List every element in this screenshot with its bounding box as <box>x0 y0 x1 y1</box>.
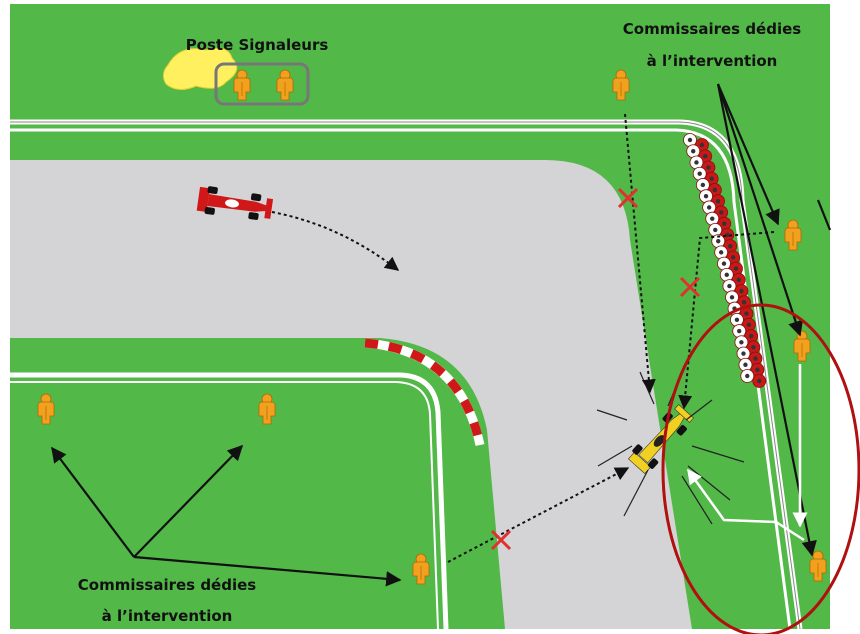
signal-post-label: Poste Signaleurs <box>186 36 329 54</box>
tyre-hub <box>712 187 718 193</box>
label-arrows-bottom <box>51 444 402 587</box>
tyre-hub <box>694 160 699 165</box>
tyre-hub <box>729 295 735 300</box>
label-arrows-top <box>716 83 832 557</box>
tyre-hub <box>706 205 712 210</box>
tyre-hub <box>718 210 724 215</box>
red-race-car-icon <box>196 186 274 220</box>
incident-highlight-ellipse <box>661 303 860 634</box>
tyre-hub <box>727 283 732 289</box>
tyre-hub <box>734 317 740 323</box>
tyre-hub <box>753 356 758 361</box>
tyre-hub <box>745 373 750 379</box>
outer-boundary-line-2 <box>10 128 792 630</box>
tyre-hub <box>700 182 706 188</box>
inner-boundary-line <box>10 372 449 630</box>
tyre-hub <box>691 149 696 154</box>
tyre-hub <box>755 367 760 372</box>
marshals-top-label-line2: à l’intervention <box>647 52 778 70</box>
tyre-hub <box>757 378 762 384</box>
tyre-barrier <box>683 133 767 388</box>
marshals-bottom-label-line1: Commissaires dédies <box>78 576 257 594</box>
tyre-hub <box>703 154 708 159</box>
dotted-paths <box>271 113 775 563</box>
tyre-hub <box>739 288 744 294</box>
tyre-hub <box>730 255 736 260</box>
tyre-hub <box>746 322 752 328</box>
tyre-hub <box>744 311 749 316</box>
tyre-hub <box>697 171 702 176</box>
tyre-hub <box>739 340 744 345</box>
signal-post-box <box>214 62 310 106</box>
track-surface <box>10 160 692 629</box>
tyre-hub <box>718 250 724 255</box>
tyre-hub <box>709 176 714 181</box>
marshals-bottom-label-line2: à l’intervention <box>102 607 233 625</box>
inside-kerb-stripes <box>364 338 485 446</box>
tyre-hub <box>713 227 718 233</box>
tyre-hub <box>751 345 756 350</box>
tyre-hub <box>733 266 739 271</box>
inner-boundary-line-2 <box>10 381 439 630</box>
tyre-hub <box>687 137 693 143</box>
marshals-top-label-line1: Commissaires dédies <box>623 20 802 38</box>
tyre-hub <box>724 272 729 278</box>
tyre-hub <box>721 261 727 266</box>
tyre-hub <box>699 142 705 148</box>
tyre-hub <box>741 351 746 356</box>
signal-post-blob <box>162 47 238 90</box>
tyre-hub <box>741 300 747 305</box>
tyre-hub <box>722 221 727 226</box>
tyre-hub <box>725 232 730 238</box>
tyre-hub <box>715 198 721 204</box>
tyre-hub <box>706 165 711 170</box>
tyre-hub <box>728 243 733 249</box>
tyre-hub <box>749 333 754 339</box>
tyre-hub <box>743 362 748 367</box>
white-route-arrows <box>686 364 808 542</box>
tyre-hub <box>710 216 715 221</box>
tyre-hub <box>716 238 721 244</box>
tyre-hub <box>736 277 741 283</box>
tyre-hub <box>703 193 709 199</box>
tyre-hub <box>737 328 742 334</box>
outer-boundary-line-edge <box>10 121 801 630</box>
